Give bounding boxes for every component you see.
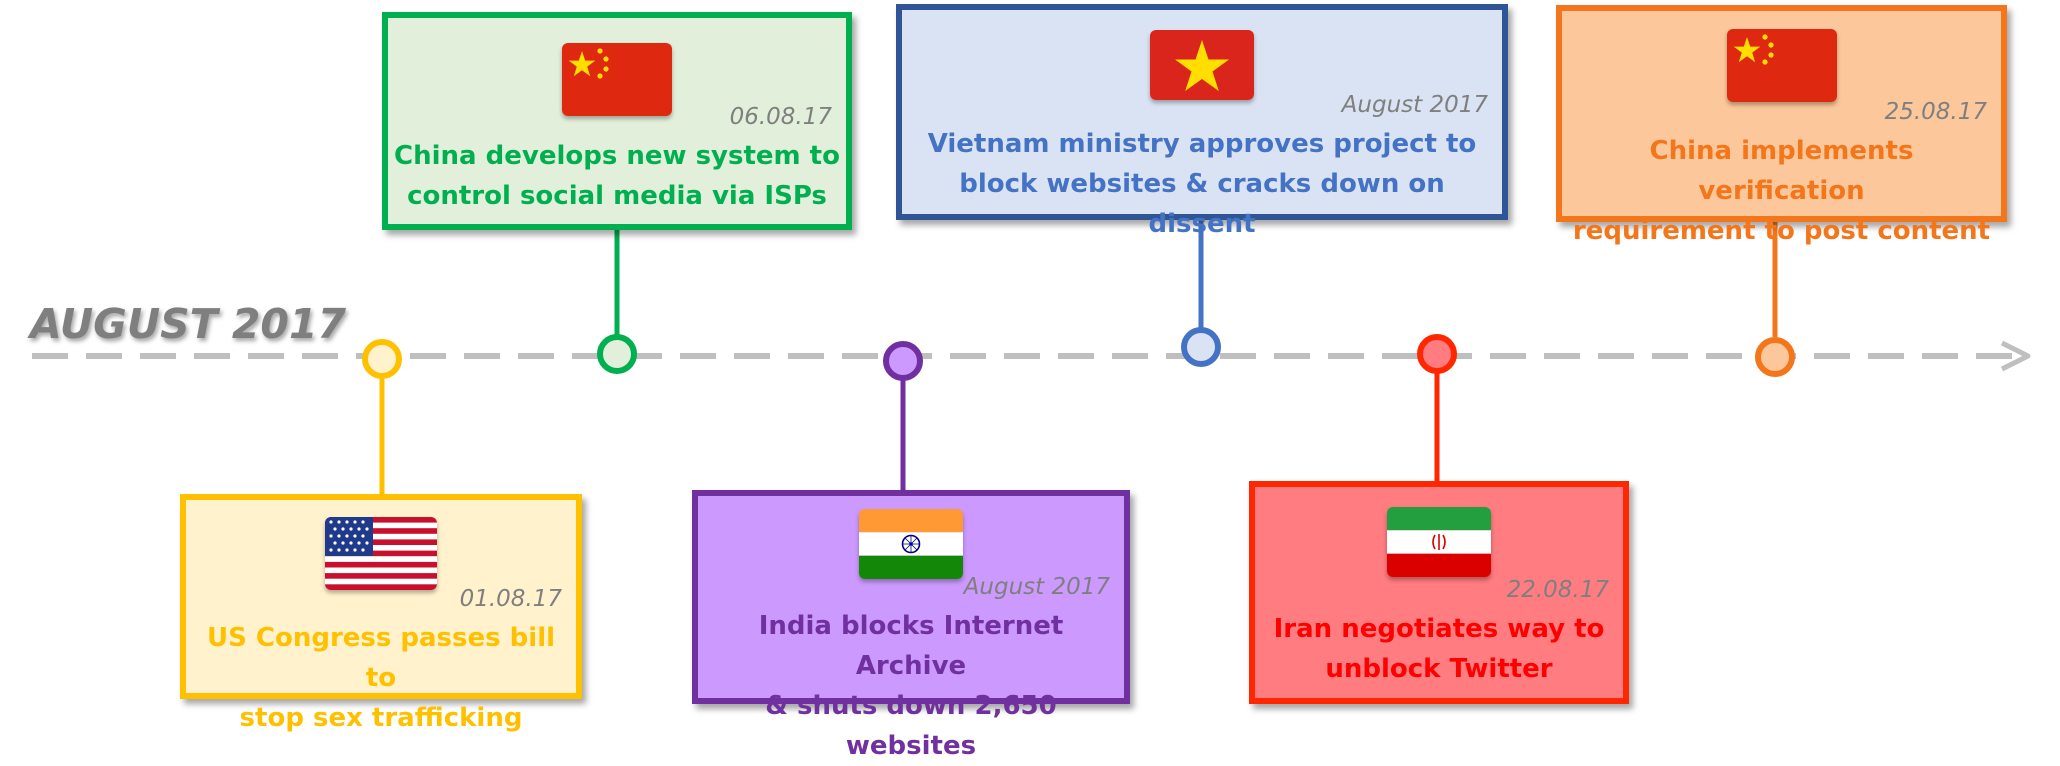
event-description-line: unblock Twitter	[1325, 654, 1553, 684]
event-card-india: August 2017 India blocks Internet Archiv…	[692, 490, 1130, 761]
event-description-line: China implements verification	[1649, 136, 1914, 206]
event-date: 01.08.17	[459, 586, 562, 612]
iran-flag-icon	[1387, 507, 1491, 577]
event-date: 25.08.17	[1884, 99, 1987, 125]
event-description-line: US Congress passes bill to	[206, 623, 556, 693]
india-flag-icon	[859, 509, 963, 579]
event-description: China develops new system to control soc…	[394, 136, 840, 216]
event-description-line: Iran negotiates way to	[1273, 614, 1605, 644]
china-flag-icon	[1726, 29, 1837, 102]
event-date: 22.08.17	[1506, 577, 1609, 603]
timeline-title: AUGUST 2017	[30, 300, 347, 348]
event-description-line: requirement to post content	[1572, 216, 1991, 246]
event-description: India blocks Internet Archive & shuts do…	[704, 606, 1118, 766]
event-card-us: 01.08.17 US Congress passes bill to stop…	[180, 494, 582, 733]
marker-india	[883, 341, 923, 381]
event-description: Iran negotiates way to unblock Twitter	[1261, 609, 1617, 689]
marker-us	[362, 339, 402, 379]
event-description: China implements verification requiremen…	[1568, 131, 1995, 251]
marker-china2	[1755, 337, 1795, 377]
event-description-line: Vietnam ministry approves project to	[927, 129, 1477, 159]
marker-vietnam	[1181, 327, 1221, 367]
event-description: Vietnam ministry approves project to blo…	[908, 124, 1496, 244]
timeline-arrowhead	[2000, 340, 2031, 372]
us-flag-icon	[325, 517, 437, 590]
event-description-line: & shuts down 2,650 websites	[765, 691, 1057, 761]
event-description-line: China develops new system to	[394, 141, 840, 171]
event-card-iran: 22.08.17 Iran negotiates way to unblock …	[1249, 481, 1629, 704]
timeline-graphic	[32, 220, 2031, 494]
marker-china1	[597, 334, 637, 374]
marker-iran	[1417, 334, 1457, 374]
event-description-line: block websites & cracks down on dissent	[959, 169, 1445, 239]
event-description: US Congress passes bill to stop sex traf…	[192, 618, 570, 738]
vietnam-flag-icon	[1150, 30, 1254, 100]
event-card-china-social-media: 06.08.17 China develops new system to co…	[382, 12, 852, 230]
event-date: August 2017	[963, 574, 1110, 600]
event-description-line: India blocks Internet Archive	[758, 611, 1064, 681]
event-card-vietnam: August 2017 Vietnam ministry approves pr…	[896, 4, 1508, 239]
event-description-line: control social media via ISPs	[407, 181, 827, 211]
event-date: 06.08.17	[729, 104, 832, 130]
event-card-china-verification: 25.08.17 China implements verification r…	[1556, 5, 2007, 246]
event-date: August 2017	[1341, 92, 1488, 118]
china-flag-icon	[562, 43, 672, 116]
event-description-line: stop sex trafficking	[239, 703, 523, 733]
